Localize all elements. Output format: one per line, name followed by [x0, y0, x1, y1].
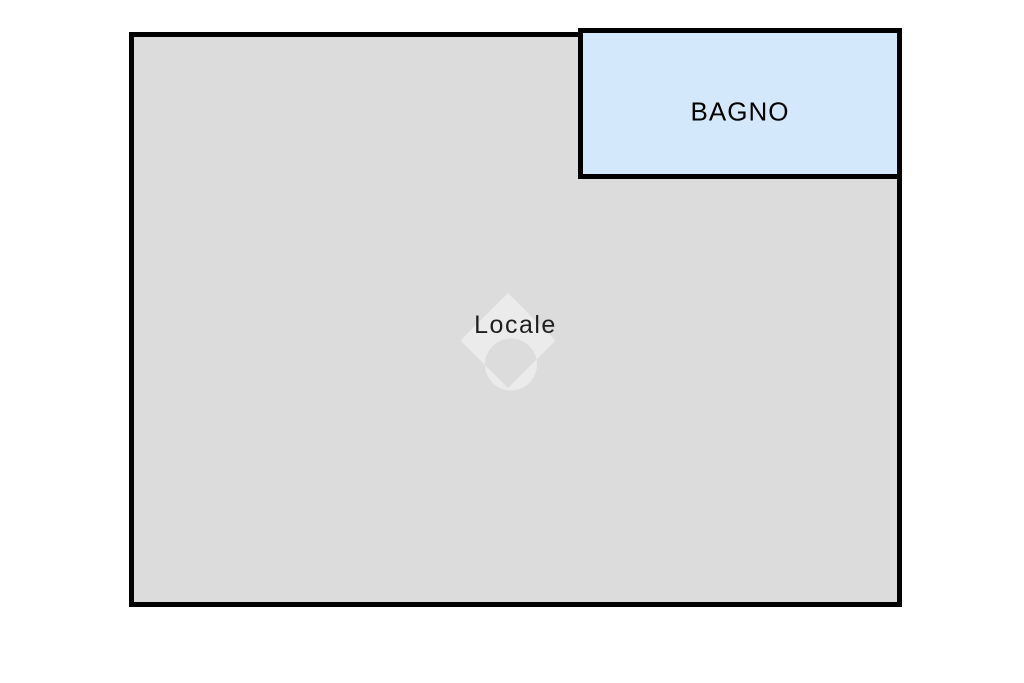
room-bagno-label: BAGNO	[690, 96, 790, 126]
room-bagno: BAGNO	[578, 28, 902, 179]
